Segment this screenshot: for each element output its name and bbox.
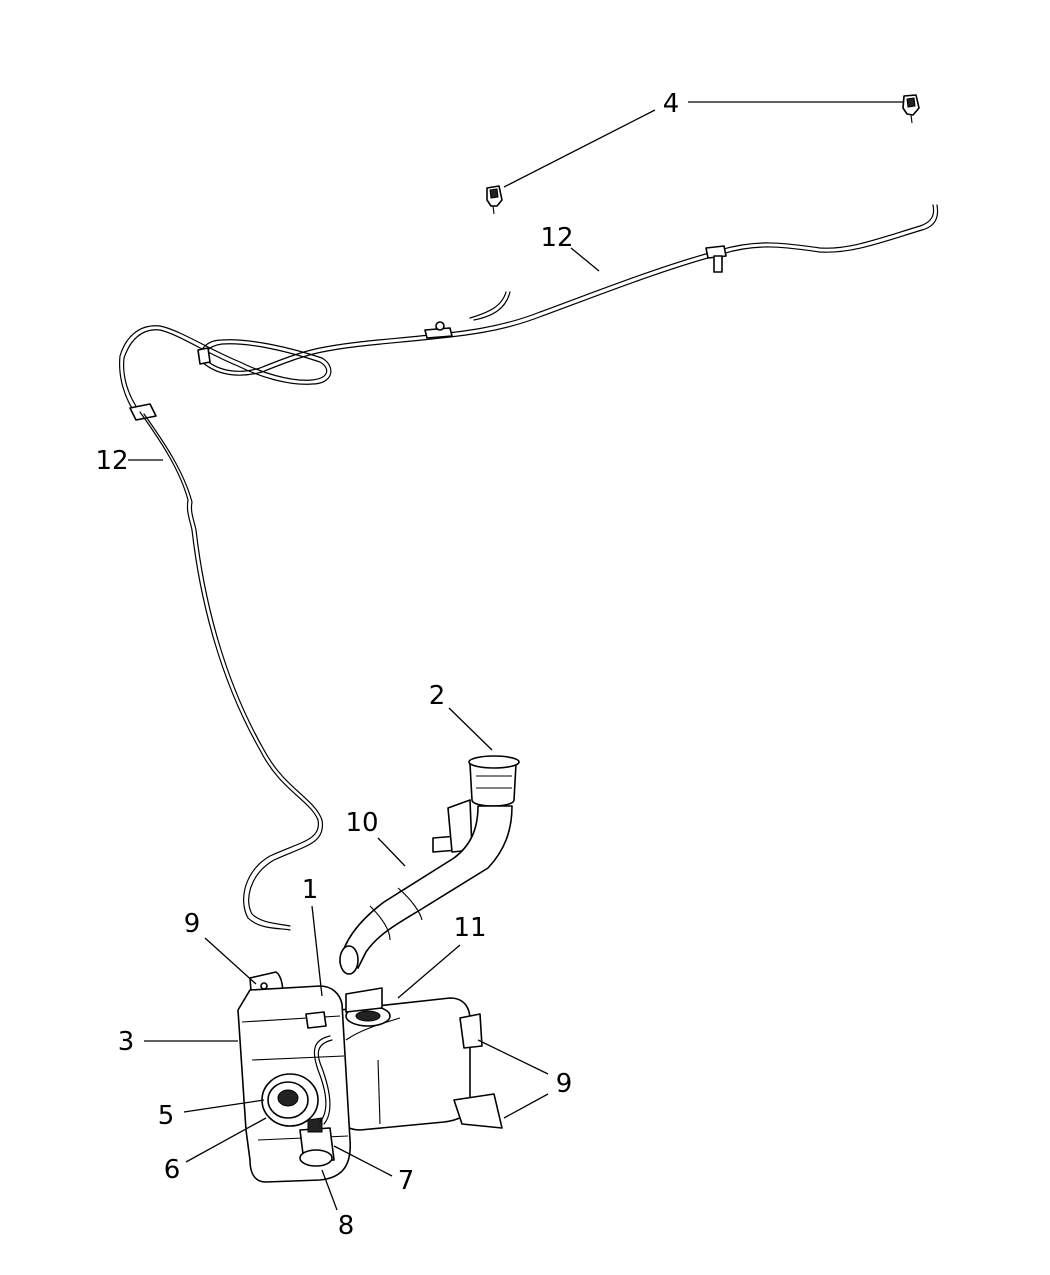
callout-10: 10	[345, 808, 378, 838]
washer-nozzle-left	[486, 185, 503, 215]
callout-4: 4	[663, 89, 680, 119]
callout-7: 7	[398, 1166, 415, 1196]
washer-nozzle-right	[902, 94, 920, 124]
callout-11: 11	[453, 913, 486, 943]
callout-8: 8	[338, 1211, 355, 1241]
callout-6: 6	[164, 1155, 181, 1185]
washer-reservoir	[237, 971, 503, 1183]
callout-3: 3	[118, 1027, 135, 1057]
callout-12-upper: 12	[540, 223, 573, 253]
leader-lines	[128, 101, 903, 1211]
filler-tube	[339, 805, 513, 975]
callout-2: 2	[429, 681, 446, 711]
washer-hose-upper	[119, 204, 939, 415]
callout-9-right: 9	[556, 1069, 573, 1099]
callout-1: 1	[302, 875, 319, 905]
filler-neck	[432, 755, 520, 853]
callout-5: 5	[158, 1101, 175, 1131]
washer-hose-lower	[129, 403, 323, 931]
callout-12-lower: 12	[95, 446, 128, 476]
callout-9-left: 9	[184, 909, 201, 939]
